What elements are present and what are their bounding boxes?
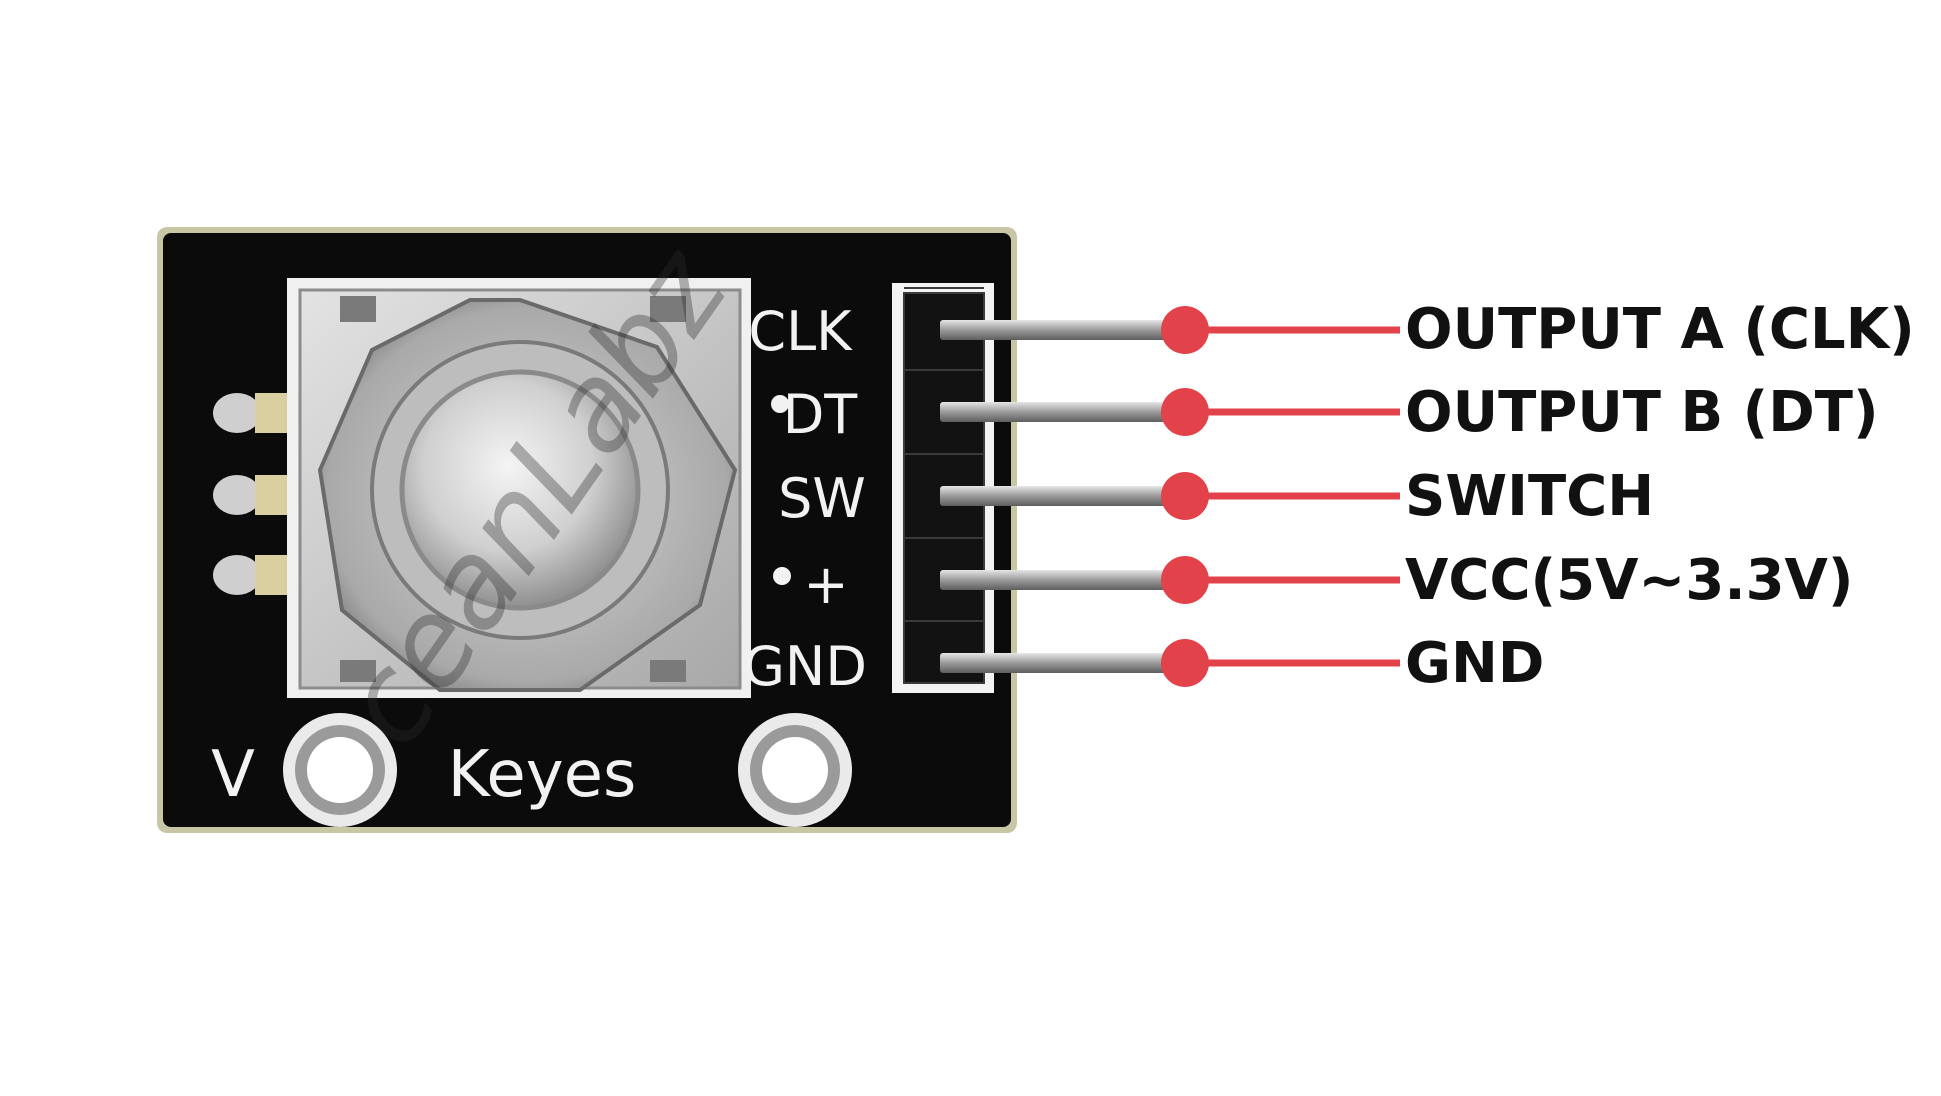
silkscreen-pin-labels: CLK DT SW + GND — [743, 300, 867, 698]
leader-dot — [1161, 639, 1209, 687]
silkscreen-label-sw: SW — [778, 467, 866, 530]
leader-dot — [1161, 388, 1209, 436]
side-pad — [213, 393, 295, 433]
silkscreen-label-dt: DT — [783, 383, 859, 446]
header-pin — [940, 486, 1172, 506]
rotary-encoder — [287, 278, 751, 698]
callout-label-output-a: OUTPUT A (CLK) — [1405, 297, 1915, 362]
callout-label-switch: SWITCH — [1405, 464, 1655, 529]
header-pin — [940, 653, 1172, 673]
mounting-holes — [283, 713, 852, 827]
callout-label-output-b: OUTPUT B (DT) — [1405, 380, 1879, 445]
silkscreen-label-plus: + — [803, 553, 848, 616]
brand-name: Keyes — [448, 738, 637, 812]
leader-dot — [1161, 556, 1209, 604]
header-pins — [904, 287, 1172, 673]
callout-label-vcc: VCC(5V~3.3V) — [1405, 548, 1854, 613]
side-pad — [213, 555, 295, 595]
leader-dot — [1161, 306, 1209, 354]
encoder-shaft — [399, 369, 641, 611]
silkscreen-label-clk: CLK — [748, 300, 853, 363]
callout-label-gnd: GND — [1405, 631, 1545, 696]
silkscreen-dot — [771, 395, 789, 413]
header-pin — [940, 320, 1172, 340]
silkscreen-dot — [773, 567, 791, 585]
header-pin — [940, 402, 1172, 422]
header-pin — [940, 570, 1172, 590]
silkscreen-label-gnd: GND — [743, 635, 867, 698]
side-pad — [213, 475, 295, 515]
leader-dot — [1161, 472, 1209, 520]
encoder-side-pads — [213, 393, 295, 595]
leader-lines — [1161, 306, 1400, 687]
brand-prefix: V — [211, 738, 255, 812]
